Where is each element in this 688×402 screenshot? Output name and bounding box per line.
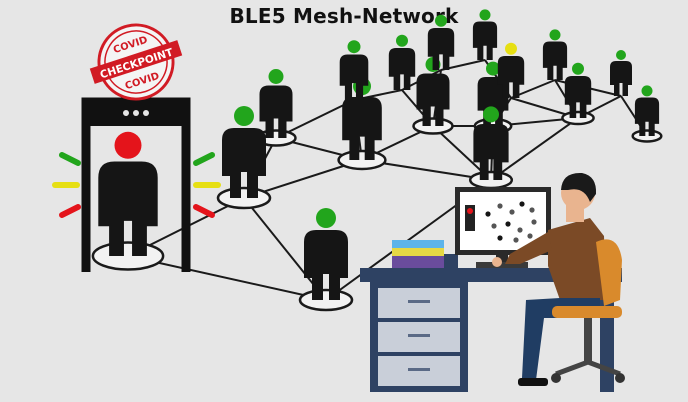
screen-node bbox=[513, 237, 519, 243]
person-icon bbox=[427, 14, 455, 70]
screen-node bbox=[505, 221, 511, 227]
screen-node bbox=[497, 235, 503, 241]
diagram-title: BLE5 Mesh-Network bbox=[229, 4, 459, 28]
node-ring bbox=[631, 129, 663, 143]
person-icon bbox=[472, 9, 498, 60]
signal-lights-left bbox=[52, 152, 81, 218]
covid-stamp: COVID CHECKPOINT COVID bbox=[89, 23, 183, 101]
person-icon bbox=[634, 85, 660, 136]
node-ring bbox=[468, 170, 514, 190]
person-icon bbox=[304, 208, 348, 300]
person-icon bbox=[222, 106, 266, 198]
screen-node bbox=[529, 207, 535, 213]
person-icon bbox=[497, 42, 525, 98]
screen-node bbox=[509, 209, 515, 215]
person-icon bbox=[339, 40, 369, 100]
person-icon bbox=[473, 106, 509, 180]
screen-node bbox=[519, 201, 525, 207]
screen-node bbox=[491, 223, 497, 229]
node-ring bbox=[216, 186, 272, 210]
desk-books bbox=[392, 240, 458, 268]
signal-lights-right bbox=[193, 152, 221, 218]
operator-person bbox=[492, 172, 606, 386]
mesh-link bbox=[127, 255, 327, 301]
node-ring bbox=[412, 117, 454, 135]
screen-mesh-preview bbox=[485, 201, 537, 243]
node-ring bbox=[561, 110, 595, 126]
node-ring bbox=[337, 149, 387, 171]
mesh-nodes bbox=[98, 9, 660, 300]
checkpoint-gate bbox=[81, 97, 191, 272]
mesh-link bbox=[490, 117, 579, 181]
screen-node bbox=[497, 203, 503, 209]
person-icon bbox=[98, 131, 158, 256]
person-icon bbox=[564, 62, 592, 118]
screen-node bbox=[517, 227, 523, 233]
person-icon bbox=[610, 50, 632, 96]
screen-node bbox=[527, 233, 533, 239]
person-icon bbox=[388, 34, 416, 90]
person-icon bbox=[542, 29, 568, 80]
person-icon bbox=[259, 69, 293, 138]
node-ring bbox=[91, 241, 165, 271]
node-ring bbox=[298, 288, 354, 312]
screen-node bbox=[531, 219, 537, 225]
computer-monitor bbox=[455, 187, 551, 268]
screen-node bbox=[485, 211, 491, 217]
office-chair bbox=[551, 239, 625, 383]
